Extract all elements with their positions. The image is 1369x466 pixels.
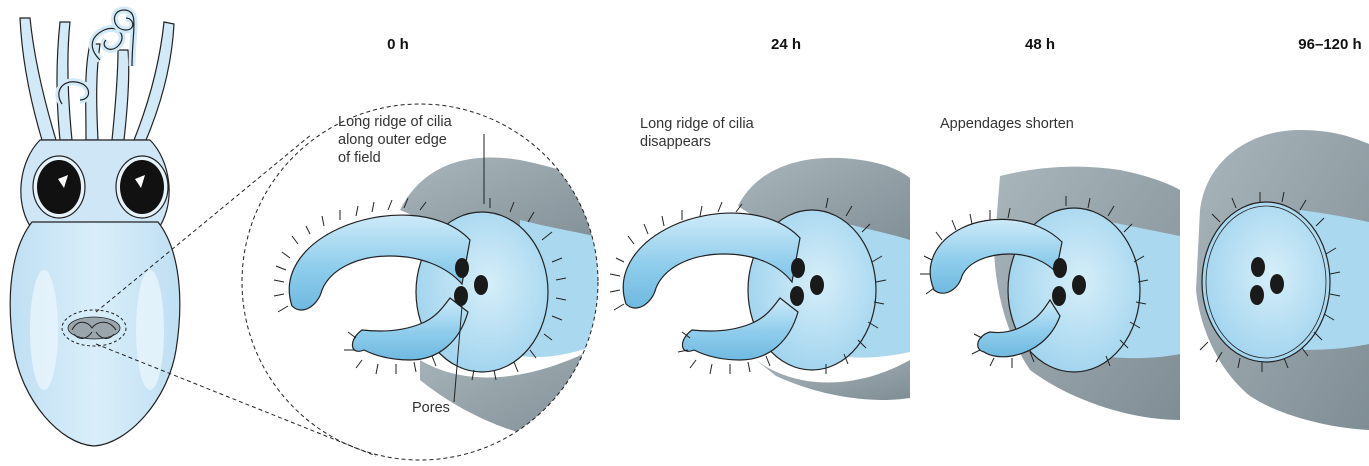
panel-96-120h — [1196, 130, 1369, 430]
ridge-0h-line-3: of field — [338, 150, 381, 166]
ridge-24h-line-1: Long ridge of cilia — [640, 116, 755, 132]
stage-labels: 0 h 24 h 48 h 96–120 h — [387, 36, 1362, 53]
ridge-24h-line-2: disappears — [640, 134, 711, 150]
ridge-0h-line-2: along outer edge — [338, 132, 447, 148]
stage-label-96-120h: 96–120 h — [1298, 36, 1361, 53]
squid-arms — [20, 10, 174, 140]
stage-label-0h: 0 h — [387, 36, 409, 53]
pores-label: Pores — [412, 400, 450, 416]
squid-eye-left — [33, 156, 85, 218]
ridge-0h-line-1: Long ridge of cilia — [338, 114, 453, 130]
panel-24h — [610, 158, 910, 400]
panel-48h — [920, 167, 1180, 420]
squid-light-organ — [68, 317, 120, 339]
stage-label-48h: 48 h — [1025, 36, 1055, 53]
stage-label-24h: 24 h — [771, 36, 801, 53]
squid-illustration — [10, 10, 180, 446]
appendages-shorten-label: Appendages shorten — [940, 116, 1074, 132]
ciliated-field-96-120h — [1202, 202, 1330, 362]
squid-eye-right — [116, 156, 168, 218]
